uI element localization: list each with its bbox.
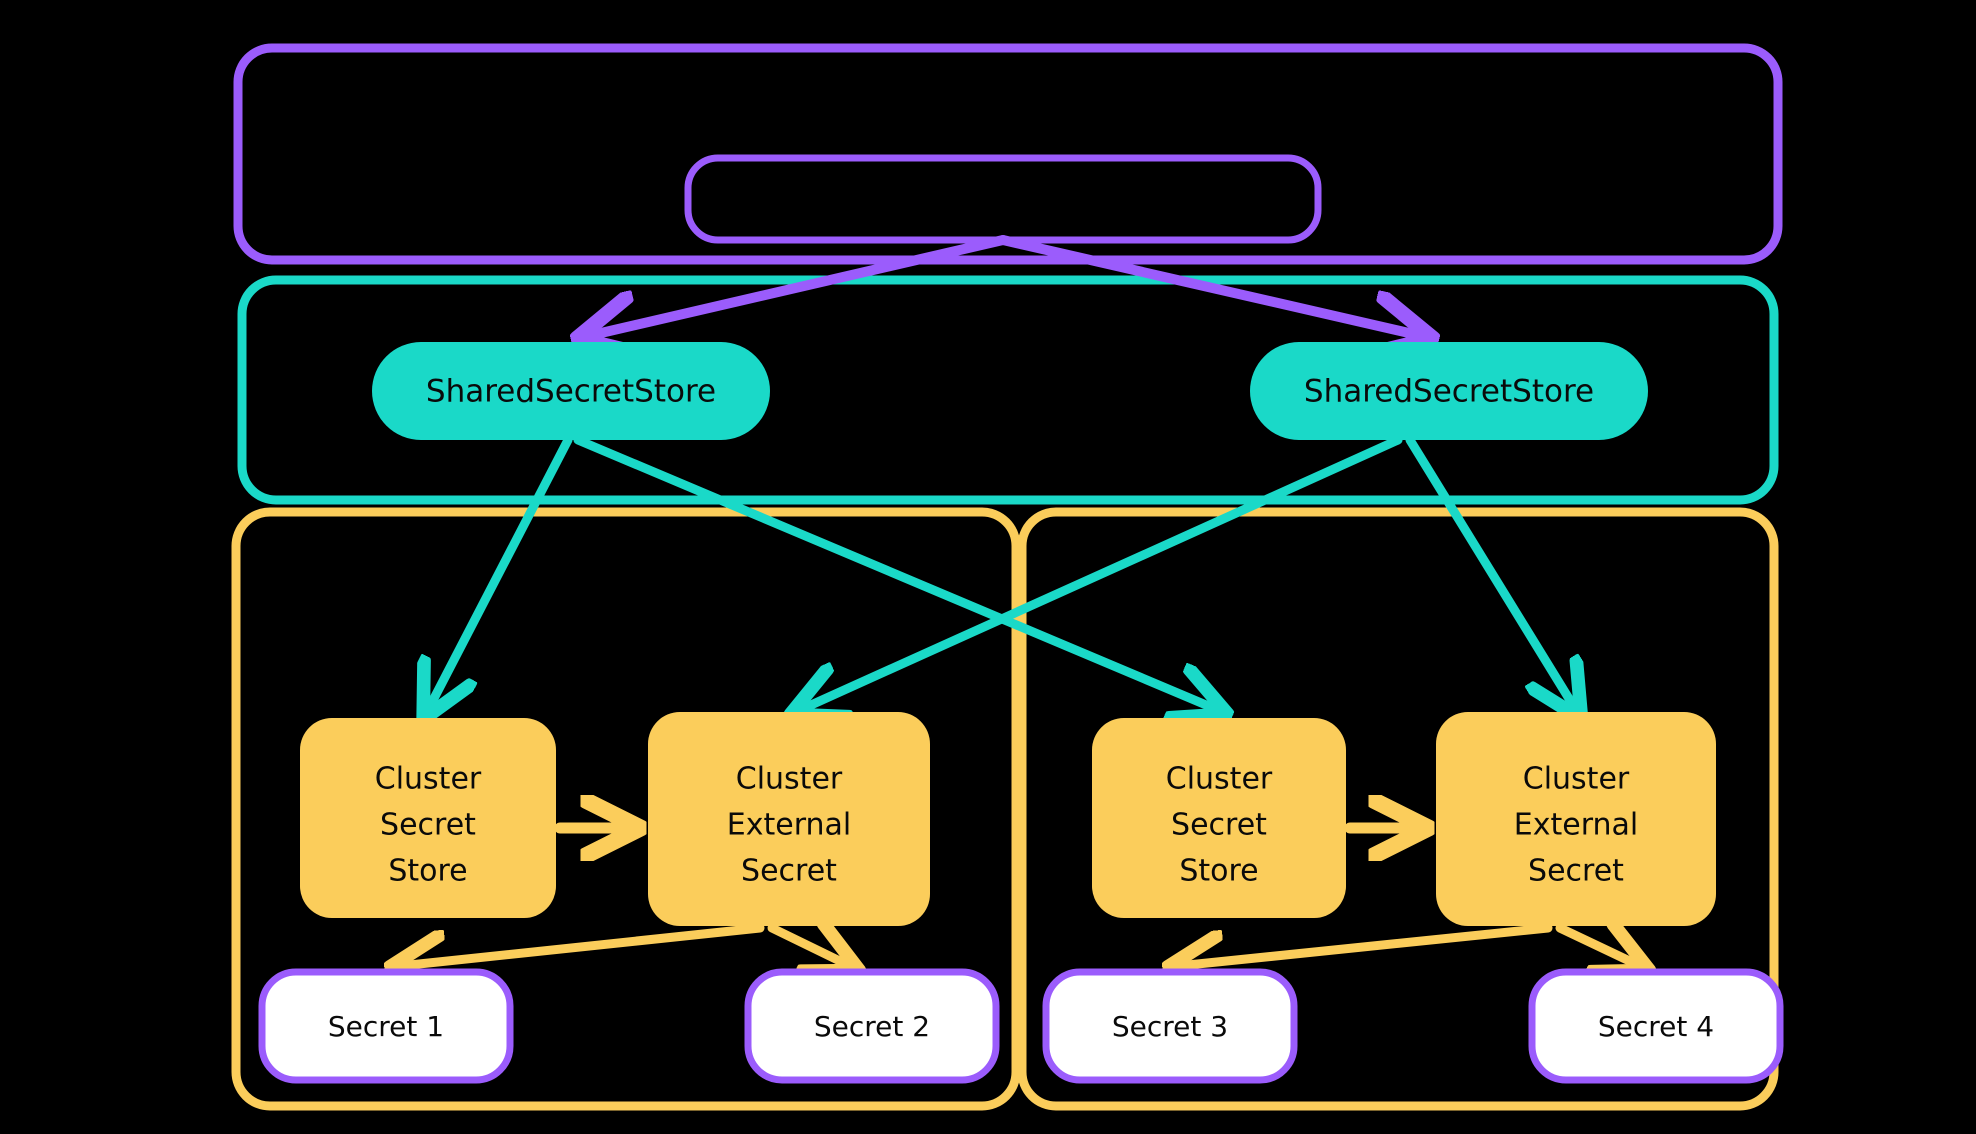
cluster-external-secret-left[interactable]: [648, 712, 930, 926]
edge-inner-to-shared-right[interactable]: [998, 235, 1422, 336]
purple-inner-container[interactable]: [684, 154, 1322, 244]
cluster-secret-store-right[interactable]: [1092, 718, 1346, 918]
shared-secret-store-left-label: SharedSecretStore: [426, 374, 716, 410]
secret-3-label: Secret 3: [1112, 1010, 1228, 1043]
edge-ces-left-to-secret-1[interactable]: [400, 923, 765, 966]
orange-cluster-right[interactable]: [1017, 507, 1779, 1111]
cluster-secret-store-left[interactable]: [300, 718, 556, 918]
cluster-secret-store-right-line2: Secret: [1171, 808, 1267, 843]
purple-outer-container[interactable]: [233, 43, 1783, 265]
secret-1-label: Secret 1: [328, 1010, 444, 1043]
cluster-external-secret-right[interactable]: [1436, 712, 1716, 926]
cluster-external-secret-right-line1: Cluster: [1523, 762, 1630, 797]
secret-4[interactable]: [1528, 968, 1784, 1084]
edge-ces-right-to-secret-3[interactable]: [1178, 923, 1553, 966]
teal-container[interactable]: [237, 275, 1779, 505]
cluster-external-secret-right-line2: External: [1514, 808, 1638, 843]
edge-shared-left-to-css-left[interactable]: [428, 435, 573, 710]
cluster-external-secret-left-line2: External: [727, 808, 851, 843]
edge-shared-right-to-ces-left[interactable]: [800, 435, 1403, 710]
cluster-external-secret-left-line1: Cluster: [736, 762, 843, 797]
cluster-secret-store-left-line1: Cluster: [375, 762, 482, 797]
edge-inner-to-shared-left[interactable]: [588, 235, 1008, 336]
cluster-external-secret-right-line3: Secret: [1528, 854, 1624, 889]
shared-secret-store-right[interactable]: [1250, 342, 1648, 440]
orange-cluster-left[interactable]: [231, 507, 1021, 1111]
edge-shared-right-to-ces-right[interactable]: [1405, 435, 1576, 710]
shared-secret-store-left[interactable]: [372, 342, 770, 440]
cluster-secret-store-left-line3: Store: [388, 854, 467, 889]
secret-3[interactable]: [1042, 968, 1298, 1084]
shared-secret-store-right-label: SharedSecretStore: [1304, 374, 1594, 410]
cluster-secret-store-left-line2: Secret: [380, 808, 476, 843]
cluster-secret-store-right-line1: Cluster: [1166, 762, 1273, 797]
secret-4-label: Secret 4: [1598, 1010, 1714, 1043]
edge-ces-right-to-secret-4[interactable]: [1555, 928, 1640, 966]
cluster-external-secret-left-line3: Secret: [741, 854, 837, 889]
secret-2-label: Secret 2: [814, 1010, 930, 1043]
secret-2[interactable]: [744, 968, 1000, 1084]
edge-shared-left-to-css-right[interactable]: [573, 435, 1218, 710]
edge-ces-left-to-secret-2[interactable]: [767, 928, 850, 966]
cluster-secret-store-right-line3: Store: [1179, 854, 1258, 889]
secret-1[interactable]: [258, 968, 514, 1084]
